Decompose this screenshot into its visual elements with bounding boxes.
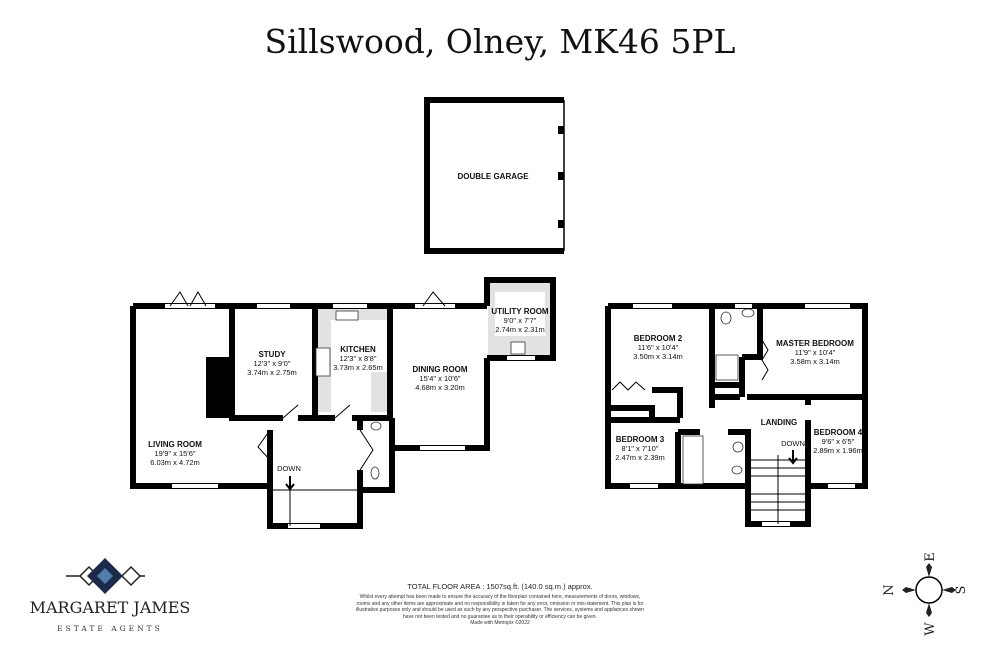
page-title: Sillswood, Olney, MK46 5PL <box>264 22 736 61</box>
first-floor: DOWN BEDROOM 2 11'6" x 10'4" 3.50m x 3.1… <box>605 303 868 527</box>
kitchen-label: KITCHEN <box>340 345 376 354</box>
master-bedroom-imperial: 11'9" x 10'4" <box>795 348 836 357</box>
dining-room-label: DINING ROOM <box>412 365 467 374</box>
ground-stairs-label: DOWN <box>277 464 301 473</box>
compass-icon: N E S W <box>882 552 969 635</box>
garage-label: DOUBLE GARAGE <box>457 172 529 181</box>
disclaimer: Whilst every attempt has been made to en… <box>355 594 645 627</box>
landing-label: LANDING <box>761 418 797 427</box>
compass-s: S <box>954 586 969 595</box>
dining-room-imperial: 15'4" x 10'6" <box>419 374 460 383</box>
bedroom-2-label: BEDROOM 2 <box>634 334 683 343</box>
compass-w: W <box>923 622 938 636</box>
compass-e: E <box>923 552 938 562</box>
kitchen-imperial: 12'3" x 8'8" <box>340 354 377 363</box>
study-label: STUDY <box>258 350 286 359</box>
double-garage: DOUBLE GARAGE <box>424 97 565 254</box>
kitchen-metric: 3.73m x 2.65m <box>333 363 383 372</box>
total-floor-area: TOTAL FLOOR AREA : 1507sq.ft. (140.0 sq.… <box>407 582 593 591</box>
made-with: Made with Metropix ©2022 <box>470 620 530 626</box>
brand-name: MARGARET JAMES <box>29 598 191 617</box>
living-room-label: LIVING ROOM <box>148 440 202 449</box>
bedroom-4-imperial: 9'6" x 6'5" <box>822 437 855 446</box>
utility-room-imperial: 9'0" x 7'7" <box>504 316 537 325</box>
first-stairs-label: DOWN <box>781 439 805 448</box>
brand-subtitle: ESTATE AGENTS <box>57 624 163 633</box>
compass-n: N <box>882 584 897 595</box>
bedroom-2-metric: 3.50m x 3.14m <box>633 352 683 361</box>
utility-room-metric: 2.74m x 2.31m <box>495 325 545 334</box>
bedroom-2-imperial: 11'6" x 10'4" <box>638 343 679 352</box>
utility-room-label: UTILITY ROOM <box>491 307 549 316</box>
bedroom-4-metric: 2.89m x 1.96m <box>813 446 863 455</box>
living-room-metric: 6.03m x 4.72m <box>150 458 200 467</box>
living-room-imperial: 19'9" x 15'6" <box>154 449 195 458</box>
bedroom-3-imperial: 8'1" x 7'10" <box>622 444 659 453</box>
dining-room-metric: 4.68m x 3.20m <box>415 383 465 392</box>
study-metric: 3.74m x 2.75m <box>247 368 297 377</box>
study-imperial: 12'3" x 9'0" <box>254 359 291 368</box>
bedroom-4-label: BEDROOM 4 <box>814 428 863 437</box>
ground-floor: DOWN LIVING ROOM 19'9" x 15'6" 6.03m x 4… <box>130 277 556 529</box>
master-bedroom-label: MASTER BEDROOM <box>776 339 854 348</box>
bedroom-3-metric: 2.47m x 2.39m <box>615 453 665 462</box>
brand-logo-icon <box>66 558 145 594</box>
bedroom-3-label: BEDROOM 3 <box>616 435 665 444</box>
disclaimer-text: Whilst every attempt has been made to en… <box>356 594 644 620</box>
master-bedroom-metric: 3.58m x 3.14m <box>790 357 840 366</box>
